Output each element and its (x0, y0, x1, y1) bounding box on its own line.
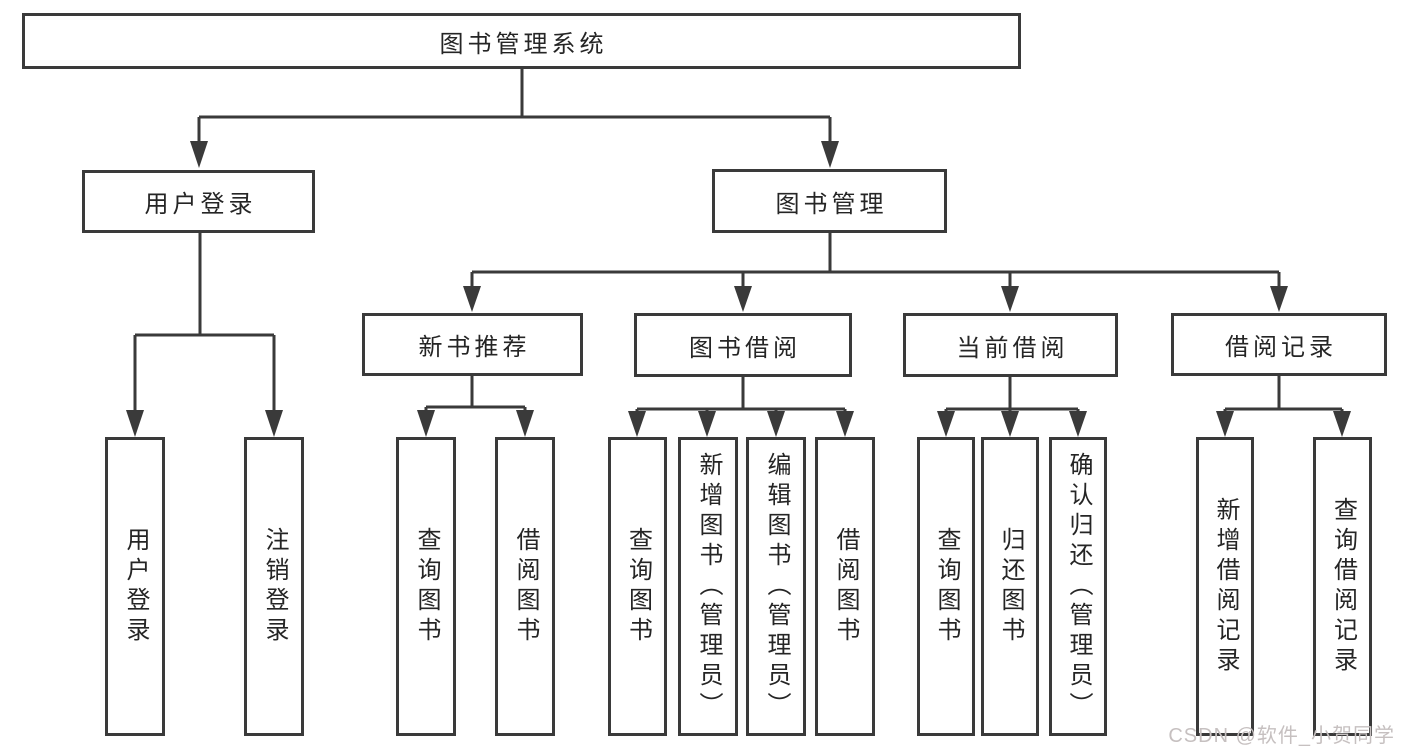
node-book-management: 图书管理 (712, 169, 947, 233)
leaf-query-books: 查询图书 (396, 437, 456, 736)
leaf-label: 编辑图书（管理员） (763, 451, 790, 722)
node-label: 图书借阅 (689, 334, 801, 362)
node-label: 借阅记录 (1225, 334, 1337, 361)
leaf-label: 查询图书 (624, 526, 652, 647)
node-label: 图书管理系统 (439, 30, 608, 58)
node-user-login: 用户登录 (82, 170, 315, 233)
node-label: 新书推荐 (418, 334, 531, 361)
node-current-borrowing: 当前借阅 (903, 313, 1118, 377)
leaf-borrow-books: 借阅图书 (815, 437, 875, 736)
leaf-query-books: 查询图书 (608, 437, 667, 736)
leaf-borrow-books: 借阅图书 (495, 437, 555, 736)
csdn-watermark: CSDN @软件_小贺同学 (1168, 725, 1395, 747)
node-borrowing-records: 借阅记录 (1171, 313, 1387, 376)
leaf-query-books: 查询图书 (917, 437, 975, 736)
leaf-return-books: 归还图书 (981, 437, 1039, 736)
leaf-confirm-return-admin: 确认归还（管理员） (1049, 437, 1107, 736)
leaf-label: 新增图书（管理员） (695, 451, 722, 722)
leaf-label: 用户登录 (122, 526, 149, 647)
leaf-query-borrow-record: 查询借阅记录 (1313, 437, 1372, 736)
leaf-label: 查询借阅记录 (1329, 496, 1357, 677)
leaf-label: 注销登录 (261, 526, 288, 647)
leaf-label: 查询图书 (933, 526, 960, 647)
leaf-add-borrow-record: 新增借阅记录 (1196, 437, 1254, 736)
leaf-logout: 注销登录 (244, 437, 304, 736)
node-label: 用户登录 (144, 191, 257, 218)
leaf-edit-book-admin: 编辑图书（管理员） (746, 437, 806, 736)
leaf-add-book-admin: 新增图书（管理员） (678, 437, 738, 736)
leaf-label: 确认归还（管理员） (1065, 451, 1092, 722)
node-label: 图书管理 (775, 190, 888, 218)
leaf-label: 借阅图书 (832, 526, 859, 647)
node-root-library-system: 图书管理系统 (22, 13, 1021, 69)
leaf-user-login: 用户登录 (105, 437, 165, 736)
leaf-label: 查询图书 (413, 526, 440, 647)
node-label: 当前借阅 (956, 334, 1069, 362)
node-new-book-recommendation: 新书推荐 (362, 313, 583, 376)
leaf-label: 归还图书 (997, 526, 1024, 647)
leaf-label: 借阅图书 (512, 526, 539, 647)
leaf-label: 新增借阅记录 (1212, 496, 1239, 677)
node-book-borrowing: 图书借阅 (634, 313, 852, 377)
